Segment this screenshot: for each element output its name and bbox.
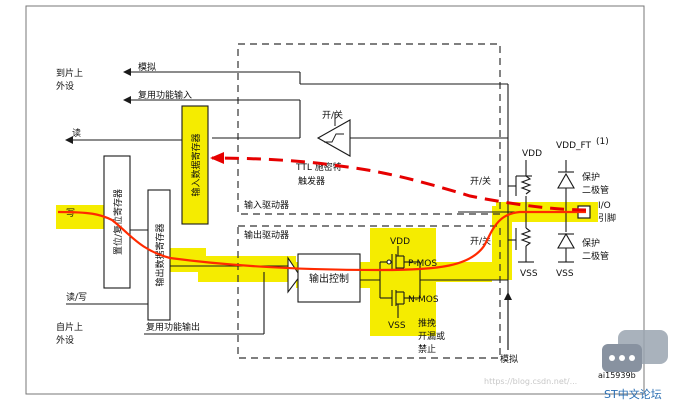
mos-vss-label: VSS: [388, 321, 406, 331]
alt-func-input-label: 复用功能输入: [138, 89, 192, 101]
from-peripheral-label: 自片上 外设: [56, 321, 86, 346]
io-pin-label: I/O 引脚: [598, 201, 616, 224]
protect-diode-2-label: 保护 二极管: [582, 237, 609, 262]
write-label: 写: [66, 208, 75, 219]
read-write-label: 读/写: [66, 291, 87, 303]
output-driver-label: 输出驱动器: [244, 229, 289, 241]
read-label: 读: [72, 127, 81, 139]
input-driver-box: [237, 43, 501, 215]
input-data-register-label: 输入数据寄存器: [190, 133, 202, 196]
analog-top-label: 模拟: [138, 61, 156, 73]
pull-up-switch: [508, 160, 532, 212]
analog-bottom-arrow: [504, 292, 512, 300]
hysteresis-icon: [324, 133, 344, 143]
outer-frame: [25, 5, 645, 395]
schmitt-onoff-label: 开/关: [322, 109, 343, 121]
input-driver-label: 输入驱动器: [244, 199, 289, 211]
nmos-label: N-MOS: [408, 295, 439, 305]
set-reset-register: [103, 155, 131, 289]
output-control-label: 输出控制: [309, 272, 349, 285]
vdd-right-label: VDD: [522, 149, 542, 159]
vdd-ft-note: (1): [596, 137, 609, 147]
write-path-arrow: [57, 210, 586, 272]
read-path-arrow: [210, 152, 587, 212]
alt-func-output-label: 复用功能输出: [146, 321, 200, 333]
vdd-ft-label: VDD_FT: [556, 141, 592, 151]
chat-bubble-icon: [602, 330, 668, 372]
pmos-label: P-MOS: [408, 259, 437, 269]
output-driver-box: [237, 225, 501, 359]
vss-right-1-label: VSS: [520, 269, 538, 279]
pullup-onoff-label: 开/关: [470, 175, 491, 187]
vss-right-2-label: VSS: [556, 269, 574, 279]
analog-bottom-label: 模拟: [500, 353, 518, 365]
ttl-schmitt-line1: TTL 施密特: [295, 161, 342, 173]
nmos-transistor: [391, 290, 405, 306]
watermark-text: https://blog.csdn.net/...: [484, 377, 577, 386]
pull-down-switch: [508, 212, 534, 263]
protection-diode-bottom: [557, 212, 575, 263]
push-pull-label: 推挽 开漏或 禁止: [418, 317, 448, 355]
output-buffer-symbol: [287, 256, 301, 294]
protect-diode-1-label: 保护 二极管: [582, 171, 609, 196]
set-reset-register-label: 置位/复位寄存器: [112, 189, 124, 255]
output-control-block: [297, 253, 361, 303]
ttl-schmitt-line2: 触发器: [298, 175, 325, 187]
diagram-id: ai15939b: [598, 371, 636, 380]
mos-vdd-label: VDD: [390, 237, 410, 247]
protection-diode-top: [557, 160, 575, 212]
forum-name: ST中文论坛: [604, 387, 662, 401]
input-data-register: [181, 105, 209, 225]
to-peripheral-label: 到片上 外设: [56, 67, 86, 92]
pmos-transistor: [386, 254, 405, 270]
